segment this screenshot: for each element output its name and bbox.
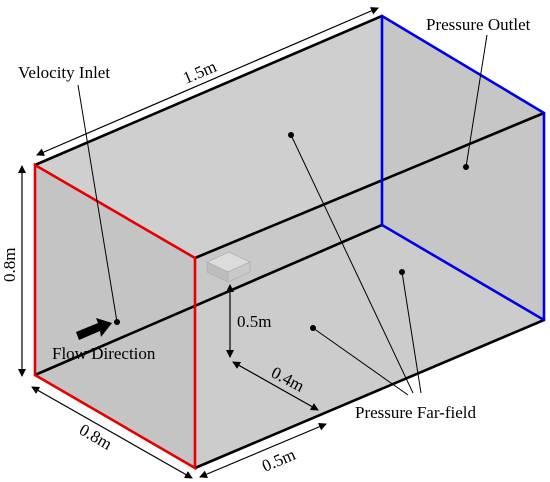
flow-direction-label: Flow Direction <box>52 344 156 363</box>
leader-lines <box>77 34 488 396</box>
width-dimension-label: 0.8m <box>76 420 115 454</box>
domain-faces <box>35 16 544 468</box>
outlet-face <box>382 16 544 320</box>
velocity-inlet-label: Velocity Inlet <box>18 63 110 82</box>
outlet-edges <box>380 14 546 322</box>
obstacle-block <box>206 251 251 283</box>
arrow-right-icon <box>76 318 112 340</box>
height-dimension-label: 0.8m <box>0 248 19 282</box>
length-dimension-label: 1.5m <box>180 57 219 88</box>
dimension-lines <box>18 7 379 479</box>
inlet-edges <box>33 162 197 471</box>
pressure-farfield-label: Pressure Far-field <box>355 403 476 422</box>
pressure-outlet-label: Pressure Outlet <box>426 15 531 34</box>
obstacle-height-dimension-label: 0.5m <box>237 312 271 331</box>
